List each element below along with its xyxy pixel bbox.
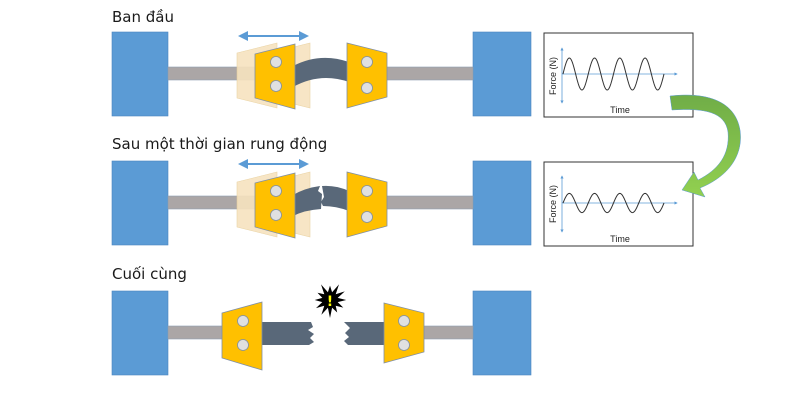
- stage-label-final: Cuối cùng: [112, 265, 187, 283]
- force-graph-after: Force (N) Time: [543, 161, 694, 247]
- fixed-clamp: [346, 171, 388, 238]
- stage-after-vibration: Sau một thời gian rung động Force (N) Ti…: [111, 135, 694, 247]
- stage-label-after-vibration: Sau một thời gian rung động: [112, 135, 327, 153]
- right-fixed-block: [472, 160, 532, 246]
- left-rod: [167, 325, 225, 340]
- right-rod: [384, 195, 474, 210]
- right-rod: [421, 325, 474, 340]
- clamp-hole: [270, 80, 282, 92]
- left-fixed-block: [111, 31, 169, 117]
- clamp-hole: [361, 56, 373, 68]
- clamp-hole: [270, 185, 282, 197]
- curved-transition-arrow-icon: [669, 94, 741, 198]
- cracked-connector-left: [293, 186, 322, 216]
- left-fixed-block: [111, 290, 169, 376]
- graph-xlabel: Time: [610, 105, 630, 115]
- right-fixed-block: [472, 290, 532, 376]
- moving-clamp: [254, 43, 296, 110]
- right-rod: [384, 66, 474, 81]
- right-fixed-block: [472, 31, 532, 117]
- graph-ylabel: Force (N): [548, 185, 558, 223]
- flexible-connector: [293, 57, 349, 87]
- moving-clamp: [254, 172, 296, 239]
- stage-label-initial: Ban đầu: [112, 8, 174, 26]
- clamp-hole: [398, 315, 410, 327]
- stage-final: Cuối cùng !: [111, 265, 532, 376]
- clamp-hole: [270, 56, 282, 68]
- warning-exclamation-icon: !: [327, 294, 333, 310]
- graph-frame: [543, 32, 694, 118]
- force-wave: [562, 192, 665, 214]
- broken-connector-left: [262, 322, 314, 345]
- graph-xlabel: Time: [610, 234, 630, 244]
- force-wave: [562, 57, 665, 91]
- graph-ylabel: Force (N): [548, 57, 558, 95]
- fracture-burst-icon: [314, 284, 347, 318]
- clamp-hole: [398, 339, 410, 351]
- stage-initial: Ban đầu Force (N) Time: [111, 8, 694, 118]
- cracked-connector-right: [321, 185, 349, 211]
- fixed-clamp: [346, 42, 388, 109]
- force-graph-initial: Force (N) Time: [543, 32, 694, 118]
- right-clamp: [383, 302, 425, 364]
- clamp-hole: [270, 209, 282, 221]
- clamp-hole: [237, 315, 249, 327]
- broken-connector-right: [344, 322, 386, 345]
- clamp-hole: [237, 339, 249, 351]
- graph-frame: [543, 161, 694, 247]
- clamp-hole: [361, 82, 373, 94]
- clamp-hole: [361, 211, 373, 223]
- left-clamp: [221, 301, 263, 371]
- clamp-hole: [361, 185, 373, 197]
- left-fixed-block: [111, 160, 169, 246]
